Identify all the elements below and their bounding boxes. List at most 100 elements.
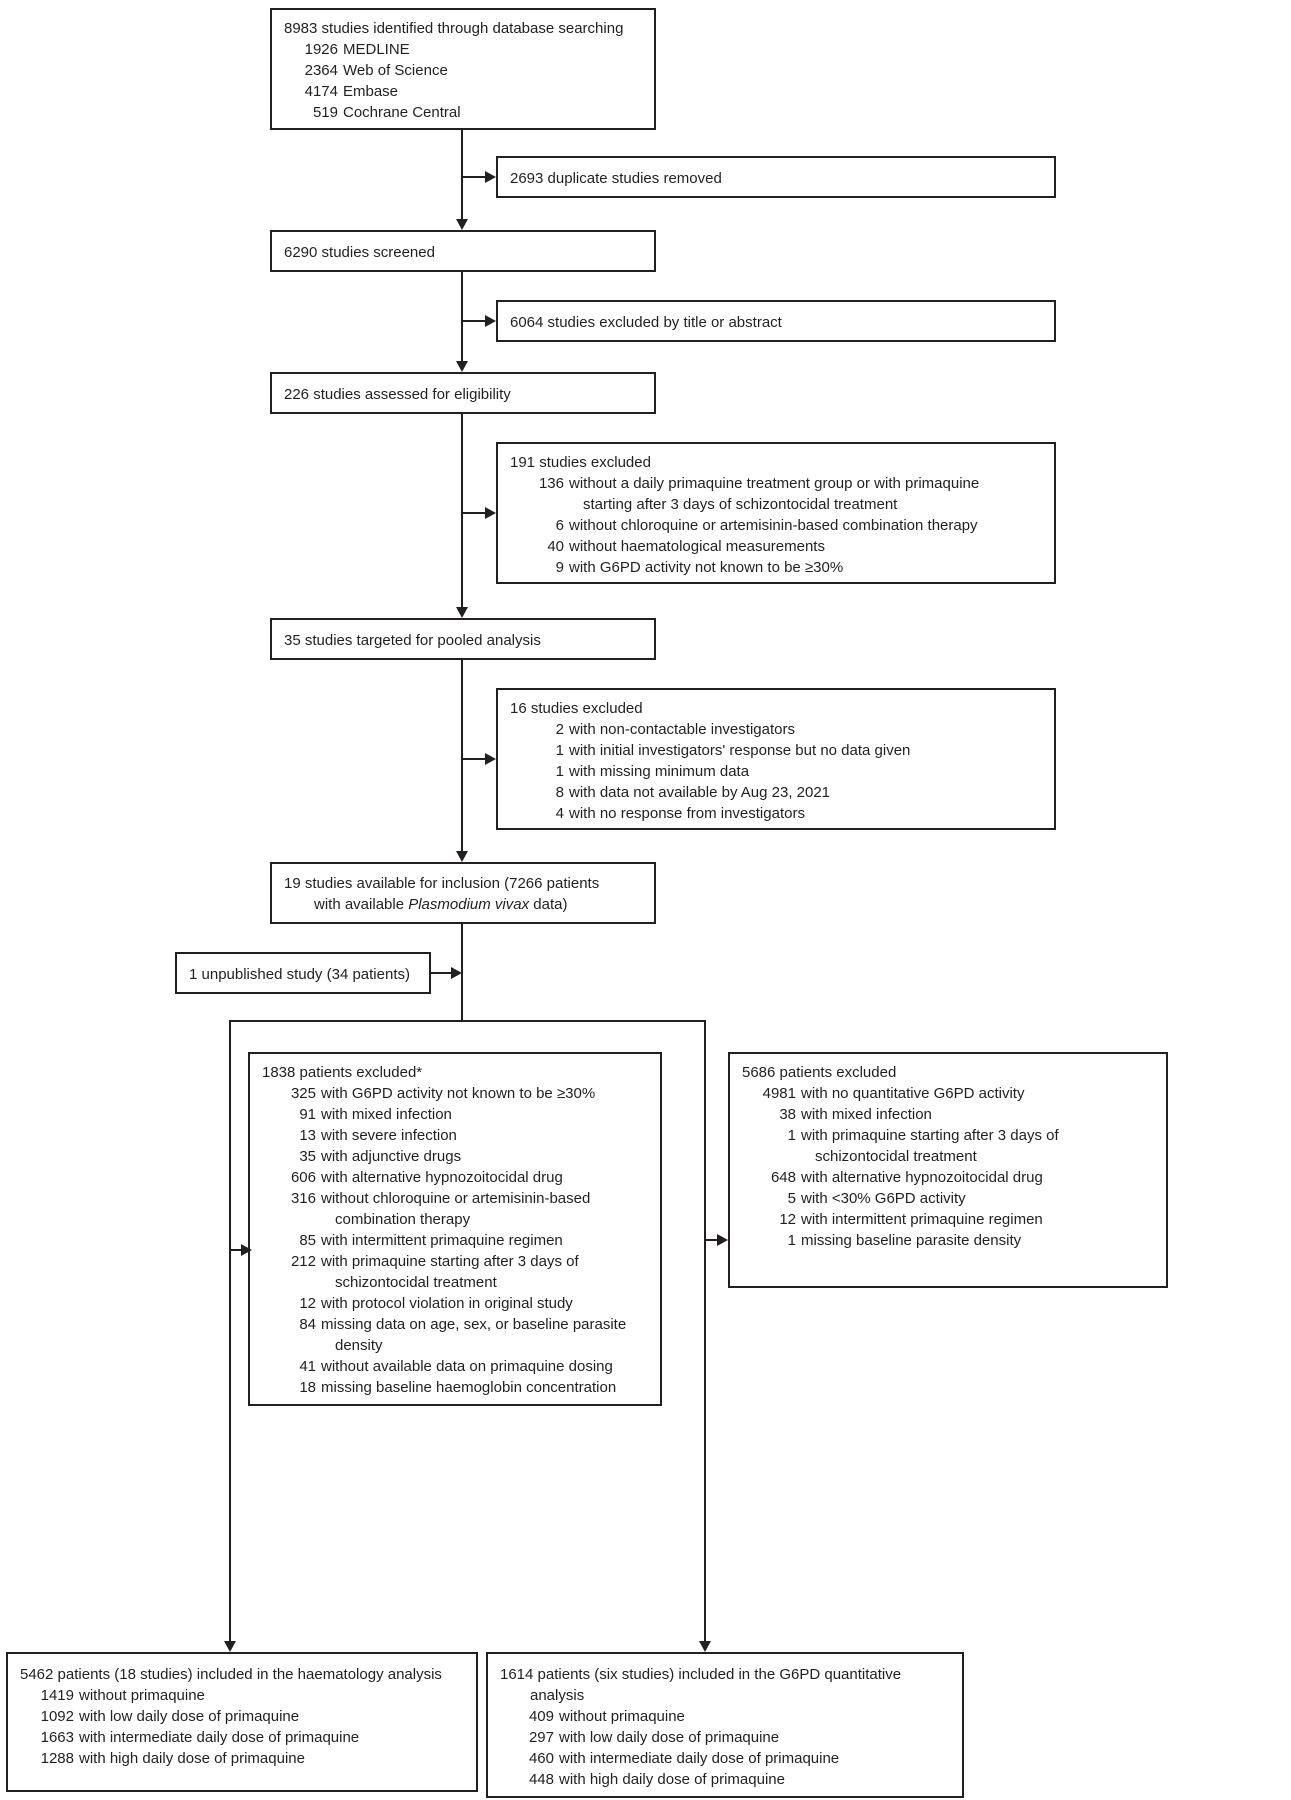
line-text: starting after 3 days of schizontocidal … (583, 496, 898, 513)
count-value: 40 (547, 538, 564, 555)
flow-line-to-title-abstract (462, 320, 486, 322)
line-text: with primaquine starting after 3 days of (801, 1127, 1059, 1144)
line-text: with missing minimum data (569, 763, 750, 780)
count-value: 18 (299, 1379, 316, 1396)
line-text: without primaquine (79, 1687, 205, 1704)
line-text: with intermediate daily dose of primaqui… (559, 1750, 840, 1767)
line-text: with intermediate daily dose of primaqui… (79, 1729, 360, 1746)
line-text: with non-contactable investigators (569, 721, 795, 738)
line-text: 226 studies assessed for eligibility (284, 386, 511, 403)
line-text: Cochrane Central (343, 104, 461, 121)
line-text: with G6PD activity not known to be ≥30% (569, 559, 844, 576)
line-text: 1614 patients (six studies) included in … (500, 1666, 902, 1683)
flow-line-identified-to-screened (461, 130, 463, 219)
count-value: 1288 (40, 1750, 74, 1767)
flow-text-line: schizontocidal treatment (742, 1146, 1154, 1167)
flow-line-left-branch (229, 1020, 231, 1641)
arrowhead-into-pooled (456, 607, 468, 618)
arrowhead-into-screened (456, 219, 468, 230)
box-pooled-analysis: 35 studies targeted for pooled analysis (270, 618, 656, 660)
flow-line-to-excluded-5686 (706, 1239, 717, 1241)
flow-text-line: 5686 patients excluded (742, 1062, 1154, 1083)
arrowhead-unpublished-join (451, 967, 462, 979)
line-text: schizontocidal treatment (335, 1274, 497, 1291)
line-text: with G6PD activity not known to be ≥30% (321, 1085, 596, 1102)
line-text: Web of Science (343, 62, 448, 79)
flow-text-line: 1419 without primaquine (20, 1685, 464, 1706)
flow-text-line: 35 studies targeted for pooled analysis (284, 630, 642, 651)
line-text: with data not available by Aug 23, 2021 (569, 784, 831, 801)
count-value: 1 (787, 1232, 796, 1249)
flow-text-line: 1 missing baseline parasite density (742, 1230, 1154, 1251)
line-text: missing baseline haemoglobin concentrati… (321, 1379, 617, 1396)
flow-text-line: 6064 studies excluded by title or abstra… (510, 312, 1042, 333)
box-excluded-title-abstract: 6064 studies excluded by title or abstra… (496, 300, 1056, 342)
flow-text-line: 191 studies excluded (510, 452, 1042, 473)
line-text: density (335, 1337, 383, 1354)
flow-line-to-excluded-16 (462, 758, 486, 760)
count-value: 38 (779, 1106, 796, 1123)
count-value: 648 (770, 1169, 796, 1186)
line-text: with alternative hypnozoitocidal drug (801, 1169, 1043, 1186)
box-studies-identified: 8983 studies identified through database… (270, 8, 656, 130)
line-text: without haematological measurements (569, 538, 825, 555)
line-text: with mixed infection (801, 1106, 932, 1123)
line-text: analysis (530, 1687, 585, 1704)
flow-text-line: analysis (500, 1685, 950, 1706)
arrowhead-into-g6pd (699, 1641, 711, 1652)
line-text: 1 unpublished study (34 patients) (189, 966, 410, 983)
count-value: 8 (555, 784, 564, 801)
arrowhead-into-title-abstract (485, 315, 496, 327)
flow-text-line: 5462 patients (18 studies) included in t… (20, 1664, 464, 1685)
line-text: with primaquine starting after 3 days of (321, 1253, 579, 1270)
count-value: 4981 (762, 1085, 796, 1102)
line-text: with intermittent primaquine regimen (801, 1211, 1043, 1228)
arrowhead-into-excluded-16 (485, 753, 496, 765)
box-assessed-eligibility: 226 studies assessed for eligibility (270, 372, 656, 414)
flow-line-to-excluded-1838 (231, 1249, 241, 1251)
line-text: with severe infection (321, 1127, 457, 1144)
count-value: 1419 (40, 1687, 74, 1704)
line-text: missing baseline parasite density (801, 1232, 1022, 1249)
flow-line-pooled-to-available (461, 660, 463, 851)
flow-text-line: 16 studies excluded (510, 698, 1042, 719)
line-text: 19 studies available for inclusion (7266… (284, 875, 600, 892)
count-value: 409 (528, 1708, 554, 1725)
flow-line-right-branch (704, 1020, 706, 1641)
line-text: 8983 studies identified through database… (284, 20, 624, 37)
line-text: 6064 studies excluded by title or abstra… (510, 314, 782, 331)
count-value: 1926 (304, 41, 338, 58)
line-text: without chloroquine or artemisinin-based (321, 1190, 591, 1207)
flow-line-to-excluded-191 (462, 512, 486, 514)
flow-line-available-to-split (461, 924, 463, 1022)
line-text: 35 studies targeted for pooled analysis (284, 632, 541, 649)
line-text: with alternative hypnozoitocidal drug (321, 1169, 563, 1186)
line-text: with adjunctive drugs (321, 1148, 462, 1165)
flow-text-line: 6290 studies screened (284, 242, 642, 263)
count-value: 12 (779, 1211, 796, 1228)
count-value: 6 (555, 517, 564, 534)
count-value: 85 (299, 1232, 316, 1249)
arrowhead-into-excluded-1838 (241, 1244, 252, 1256)
flow-text-line: 40 without haematological measurements (510, 536, 1042, 557)
line-text: with available Plasmodium vivax data) (314, 896, 568, 913)
flow-text-line: 18 missing baseline haemoglobin concentra… (262, 1377, 648, 1398)
